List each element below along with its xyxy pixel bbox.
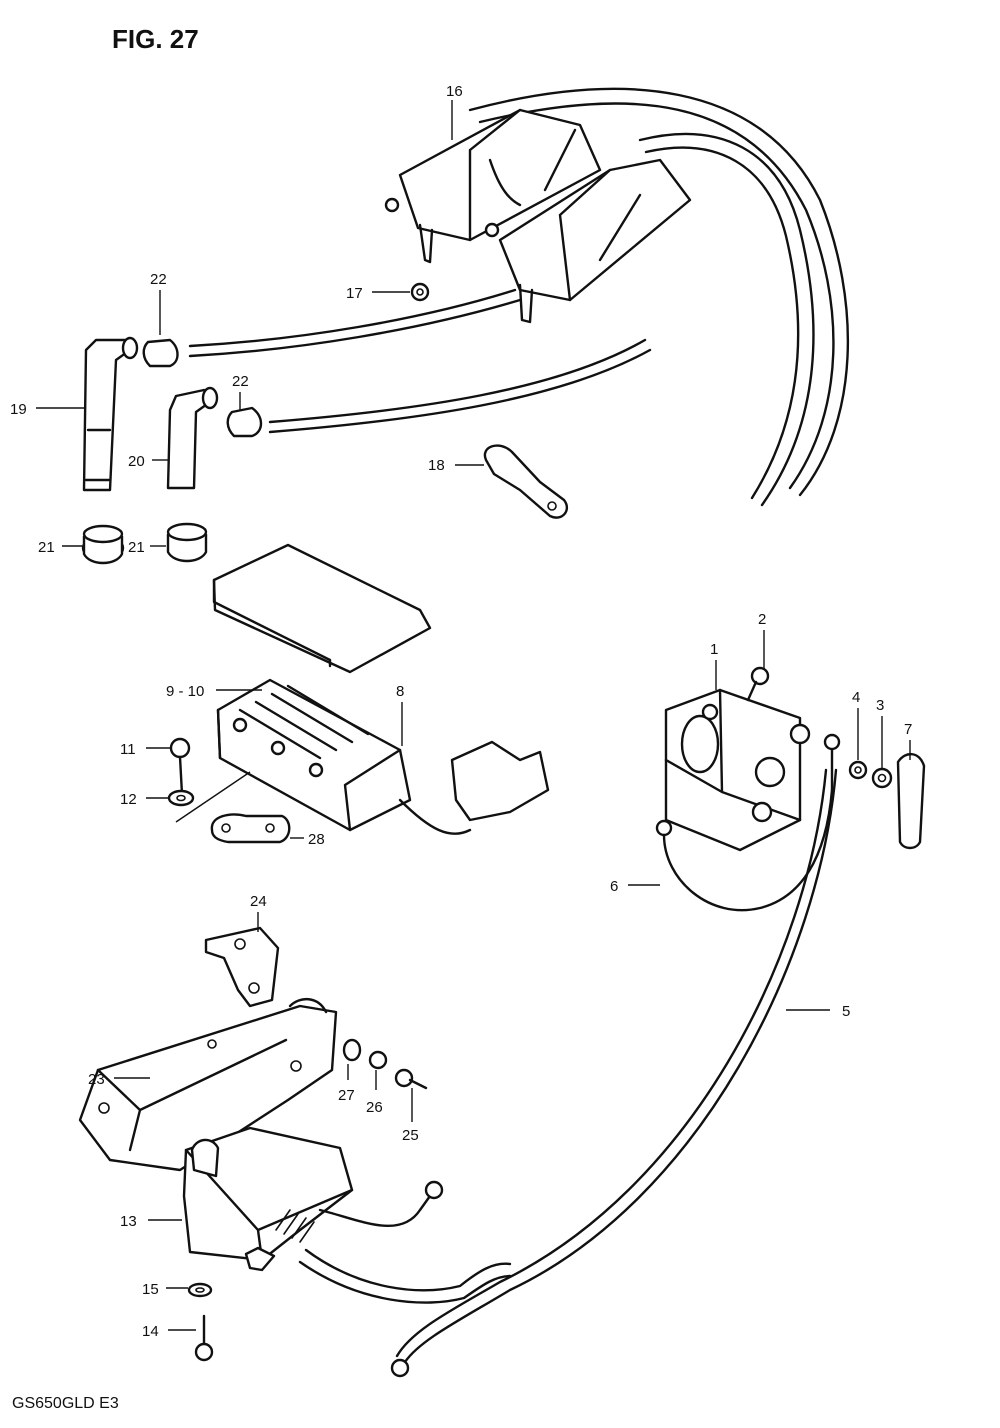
bolt-2 [746, 666, 770, 702]
battery-cable-5 [390, 768, 838, 1378]
regulator-rectifier-13 [182, 1126, 512, 1304]
washer-12 [167, 789, 195, 807]
callout-21-left: 21 [38, 539, 55, 556]
callout-7: 7 [904, 721, 912, 738]
bolt-25 [394, 1068, 428, 1090]
callout-15: 15 [142, 1281, 159, 1298]
callout-21-right: 21 [128, 539, 145, 556]
callout-labels: 16 17 22 22 19 20 18 21 21 9 - 10 8 11 1… [10, 83, 912, 1340]
starter-relay-1 [664, 688, 811, 852]
bracket-24 [204, 926, 280, 1008]
callout-12: 12 [120, 791, 137, 808]
callout-9-10: 9 - 10 [166, 683, 204, 700]
callout-28: 28 [308, 831, 325, 848]
model-code: GS650GLD E3 [12, 1395, 119, 1412]
callout-22-lower: 22 [232, 373, 249, 390]
plug-lead-lower [268, 348, 652, 434]
washer-15 [187, 1282, 213, 1298]
screw-14 [194, 1314, 214, 1362]
bracket-28 [210, 813, 291, 844]
callout-2: 2 [758, 611, 766, 628]
terminal-boot-7 [896, 753, 926, 850]
callout-19: 19 [10, 401, 27, 418]
callout-24: 24 [250, 893, 267, 910]
callout-6: 6 [610, 878, 618, 895]
nut-4 [848, 760, 868, 780]
callout-3: 3 [876, 697, 884, 714]
leader-lines [36, 100, 911, 1331]
callout-22-upper: 22 [150, 271, 167, 288]
callout-18: 18 [428, 457, 445, 474]
callout-14: 14 [142, 1323, 159, 1340]
figure-title: FIG. 27 [112, 24, 199, 54]
seal-22-upper [142, 338, 179, 368]
spark-plug-cap-20 [166, 386, 219, 490]
callout-13: 13 [120, 1213, 137, 1230]
callout-27: 27 [338, 1087, 355, 1104]
seal-22-lower [226, 406, 263, 438]
callout-23: 23 [88, 1071, 105, 1088]
callout-5: 5 [842, 1003, 850, 1020]
clamp-18 [483, 444, 569, 519]
callout-25: 25 [402, 1127, 419, 1144]
callout-26: 26 [366, 1099, 383, 1116]
spark-plug-cap-19 [82, 336, 139, 492]
ignition-coil-assembly [384, 87, 850, 507]
bolt-11 [169, 737, 191, 796]
callout-16: 16 [446, 83, 463, 100]
fuse-box-8 [216, 678, 550, 835]
cap-21-right [166, 522, 208, 563]
fuse-box-cover [212, 543, 432, 674]
callout-17: 17 [346, 285, 363, 302]
nut-3 [871, 767, 893, 789]
washer-27 [342, 1038, 362, 1062]
callout-11: 11 [120, 741, 136, 758]
mounting-plate-23 [78, 998, 338, 1172]
nut-17 [410, 282, 430, 302]
cap-21-left [81, 524, 125, 565]
callout-20: 20 [128, 453, 145, 470]
nut-26 [368, 1050, 388, 1070]
callout-8: 8 [396, 683, 404, 700]
callout-4: 4 [852, 689, 860, 706]
callout-1: 1 [710, 641, 718, 658]
plug-lead-upper [188, 298, 522, 358]
lead-wire-6 [655, 733, 841, 912]
